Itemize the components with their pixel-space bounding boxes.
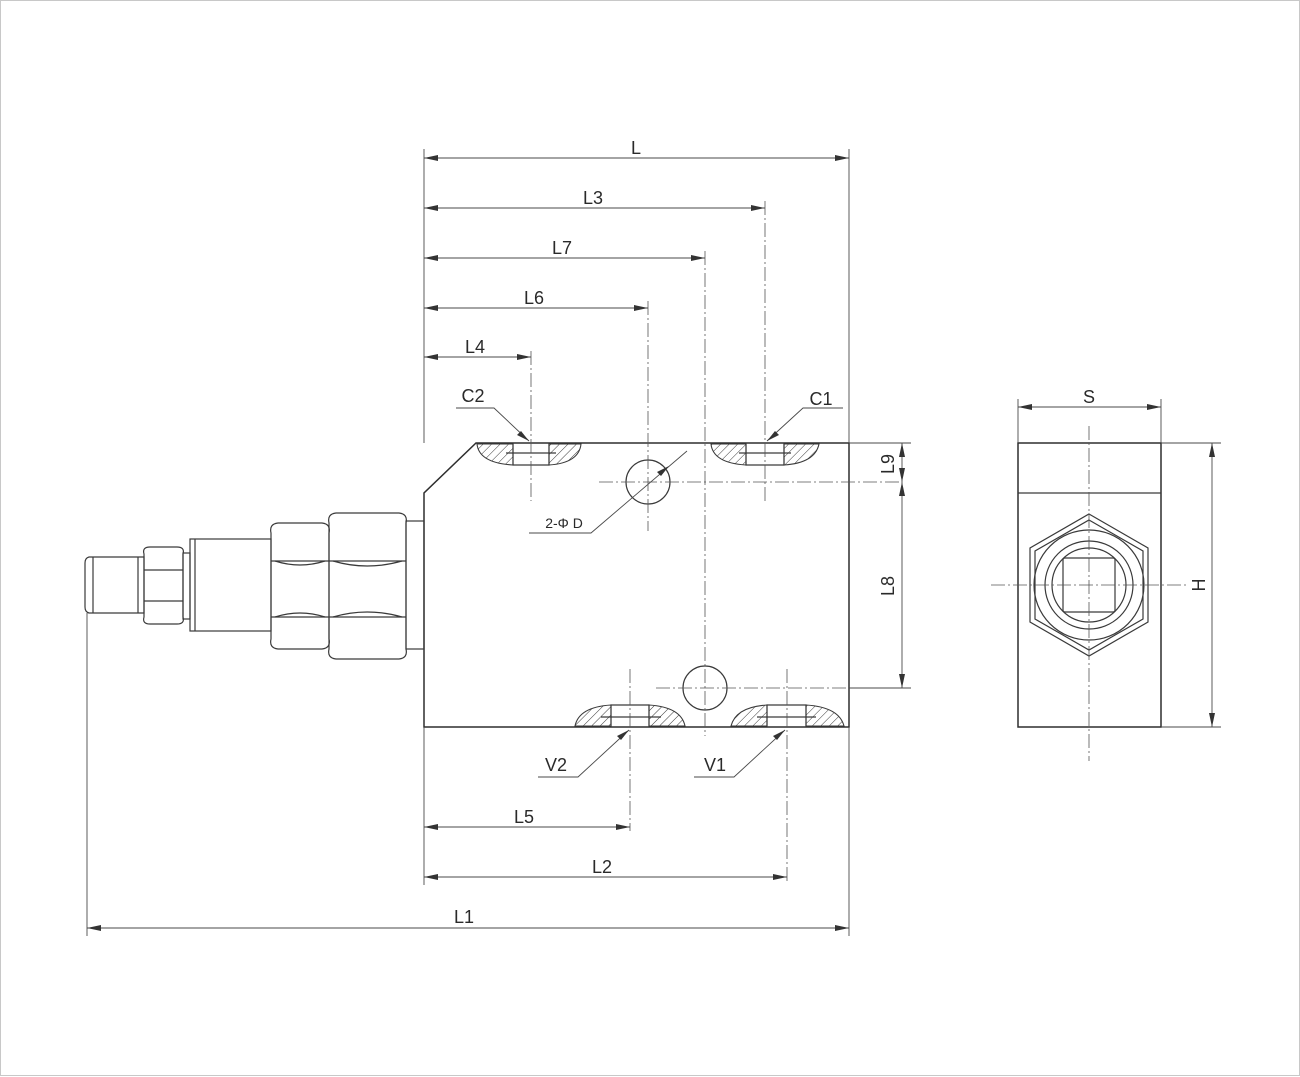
label-L7: L7	[552, 238, 572, 258]
label-L6: L6	[524, 288, 544, 308]
port-c2	[476, 443, 582, 466]
leader-lines	[456, 407, 843, 778]
valve-body	[423, 442, 850, 728]
cartridge-assembly	[84, 512, 425, 660]
label-C1: C1	[809, 389, 832, 409]
label-S: S	[1083, 387, 1095, 407]
port-v2	[574, 704, 686, 727]
label-L: L	[631, 138, 641, 158]
label-L2: L2	[592, 857, 612, 877]
label-V2: V2	[545, 755, 567, 775]
label-L1: L1	[454, 907, 474, 927]
label-L8: L8	[878, 576, 898, 596]
label-H: H	[1189, 579, 1209, 592]
label-L5: L5	[514, 807, 534, 827]
dimension-lines	[87, 155, 1215, 931]
label-V1: V1	[704, 755, 726, 775]
label-hole-diameter: 2-Φ D	[545, 515, 583, 531]
port-v1	[730, 704, 845, 727]
label-L3: L3	[583, 188, 603, 208]
label-C2: C2	[461, 386, 484, 406]
extension-lines	[86, 149, 1221, 936]
label-L9: L9	[878, 454, 898, 474]
label-L4: L4	[465, 337, 485, 357]
side-view	[991, 426, 1186, 761]
